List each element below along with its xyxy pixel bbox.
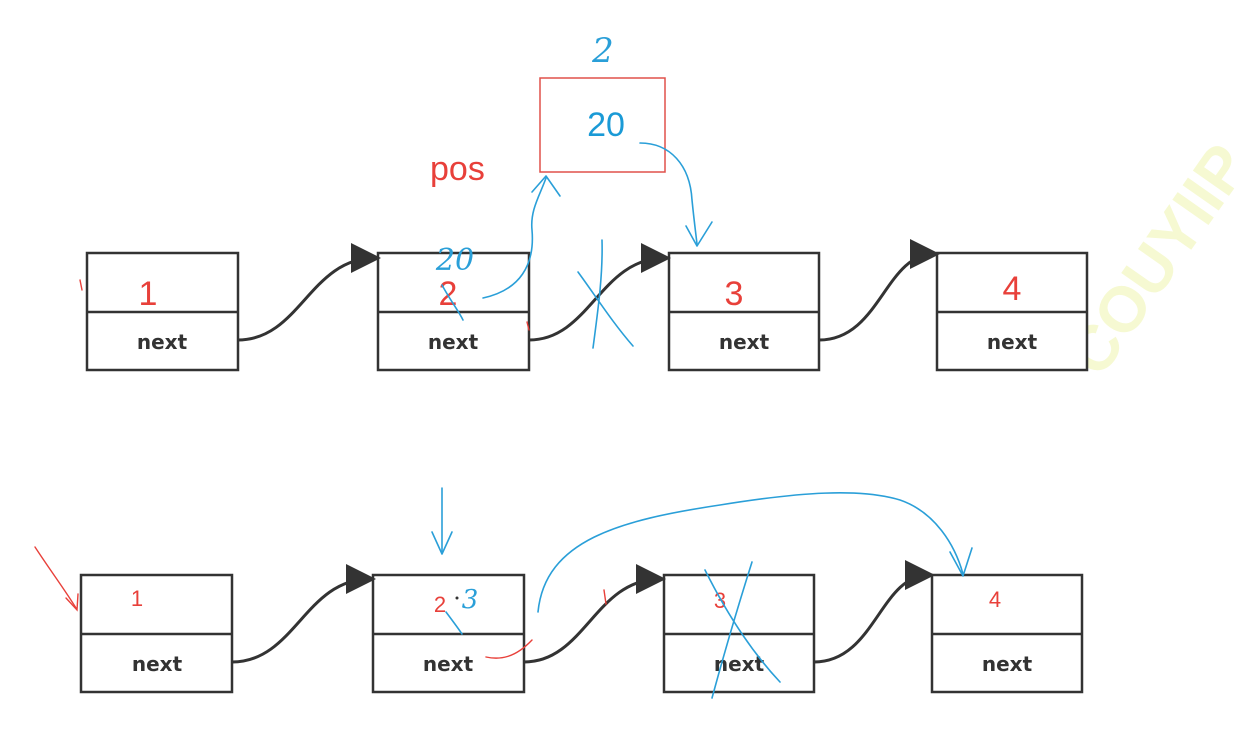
red-tick-bottom [603,589,607,605]
new-node-box [539,77,666,173]
bottom-node2-dot [455,596,459,600]
pointer-arrow-node2-head [431,531,453,555]
red-arrow-node1-head [65,593,79,612]
red-mark-node2-next [485,639,533,659]
bottom-link-2-to-3 [523,564,666,664]
bottom-node-3: 3 next [662,573,816,694]
top-node-3: 3 next [667,251,821,372]
bottom-node-1-value: 1 [131,586,143,611]
node2-scribble [441,284,464,321]
top-linked-list: 1 next 2 next 3 next 4 next [79,31,1089,372]
top-link-1-to-2 [237,243,381,342]
bottom-node-1-next-label: next [132,652,183,676]
top-link-cross-stroke-2 [592,239,603,349]
new-node: 20 [539,77,666,173]
bottom-linked-list: 1 next 2 3 next 3 next 4 next [34,487,1084,699]
bypass-arc-node2-to-node4 [537,492,964,613]
pos-label: pos [430,150,485,188]
bottom-node3-cross-stroke-1 [704,569,781,683]
bypass-arc-head [949,547,973,577]
top-node-4-value: 4 [1003,270,1022,308]
top-link-2-to-3 [528,243,671,342]
handwritten-annotation-20: 20 [435,243,474,278]
bottom-node-3-next-label: next [714,652,765,676]
bottom-node-2-value: 2 [434,592,446,617]
top-node-1-next-label: next [137,330,188,354]
red-arrow-node1 [34,546,77,609]
bottom-node-2-scribble-3: 3 [462,585,479,615]
bottom-node-4-value: 4 [989,587,1001,612]
top-node-4-next-label: next [987,330,1038,354]
bottom-node-4-next-label: next [982,652,1033,676]
arrow-new-node-to-node3 [639,142,698,245]
bottom-node3-cross-stroke-2 [711,561,753,699]
top-node-1-value: 1 [139,275,158,313]
bottom-link-3-to-4 [813,560,935,664]
bottom-node-1: 1 next [79,573,234,694]
top-node-3-value: 3 [725,275,744,313]
arrow-node2-to-new-node [482,177,547,299]
top-link-cross-stroke-1 [577,271,634,347]
top-node-2-next-label: next [428,330,479,354]
arrow-new-node-to-node3-head [685,221,713,247]
top-node-1: 1 next [85,251,240,372]
top-link-3-to-4 [818,239,940,342]
top-node-4: 4 next [935,251,1089,372]
top-node-3-next-label: next [719,330,770,354]
bottom-node2-scribble [445,611,463,635]
arrow-node2-to-new-node-head [531,175,561,197]
handwritten-annotation-2: 2 [591,31,614,71]
new-node-value: 20 [587,106,625,144]
red-tick-1 [79,279,83,291]
red-tick-2 [526,321,530,331]
bottom-node-2-next-label: next [423,652,474,676]
bottom-node-2: 2 3 next [371,573,526,694]
bottom-node-4: 4 next [930,573,1084,694]
bottom-link-1-to-2 [231,564,376,664]
